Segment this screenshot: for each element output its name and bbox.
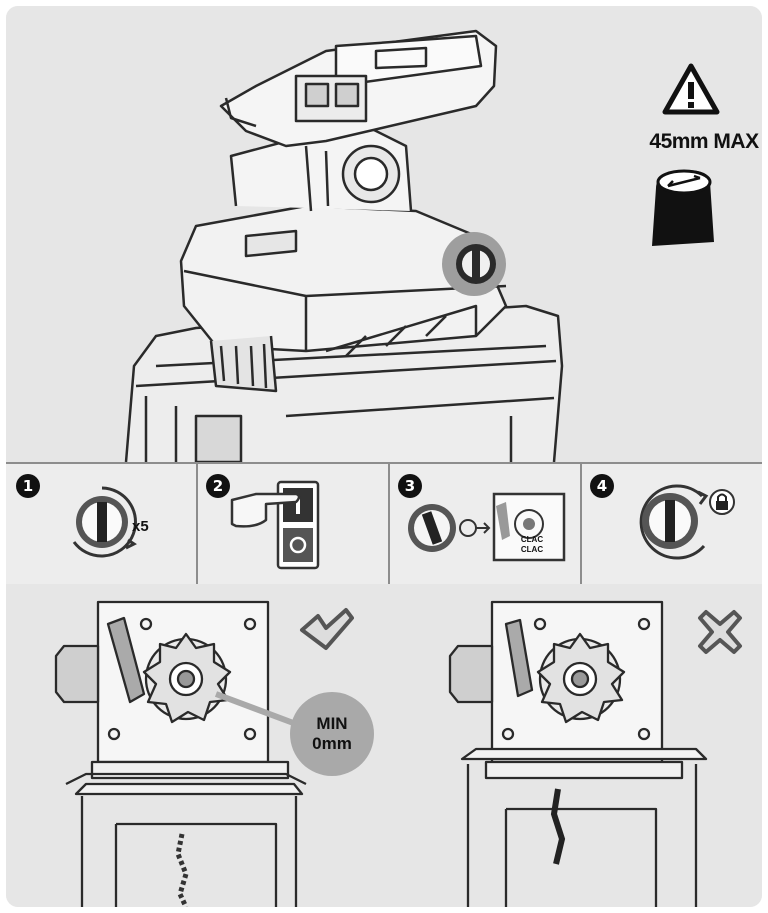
branch-icon: [652, 169, 714, 246]
warning-triangle-icon: [662, 63, 720, 115]
steps-bar: 1 x5 2: [6, 462, 762, 586]
step-2: 2: [196, 464, 390, 584]
click-adjust-icon: CLAC CLAC: [408, 492, 566, 562]
knob-icon: [456, 244, 496, 284]
power-switch-icon: [230, 480, 320, 570]
step-number: 3: [398, 474, 422, 498]
rotate-knob-icon: [72, 486, 137, 558]
step-number: 2: [206, 474, 230, 498]
step-number: 1: [16, 474, 40, 498]
checkmark-icon: [300, 608, 354, 650]
click-label: CLAC: [521, 535, 543, 544]
click-label: CLAC: [521, 545, 543, 554]
step-4: 4: [580, 464, 762, 584]
lock-icon: [709, 489, 735, 515]
gap-value: 0mm: [312, 734, 352, 753]
overview-panel: 45mm MAX: [6, 6, 762, 462]
max-diameter-label: 45mm MAX: [649, 130, 759, 153]
step-number: 4: [590, 474, 614, 498]
hand-pointer-icon: [230, 492, 301, 528]
shredder-illustration: [124, 29, 564, 462]
step-1: 1 x5: [6, 464, 198, 584]
cross-icon: [698, 610, 742, 654]
min-gap-badge: MIN 0mm: [290, 692, 374, 776]
repeat-count-label: x5: [132, 518, 149, 535]
instruction-sheet: 45mm MAX 1 x5 2: [6, 6, 762, 907]
lock-knob-icon: [639, 484, 735, 560]
results-illustration: [54, 600, 708, 907]
min-label: MIN: [316, 714, 348, 733]
step-3: 3 CLAC CLAC: [388, 464, 582, 584]
results-panel: [6, 584, 762, 907]
